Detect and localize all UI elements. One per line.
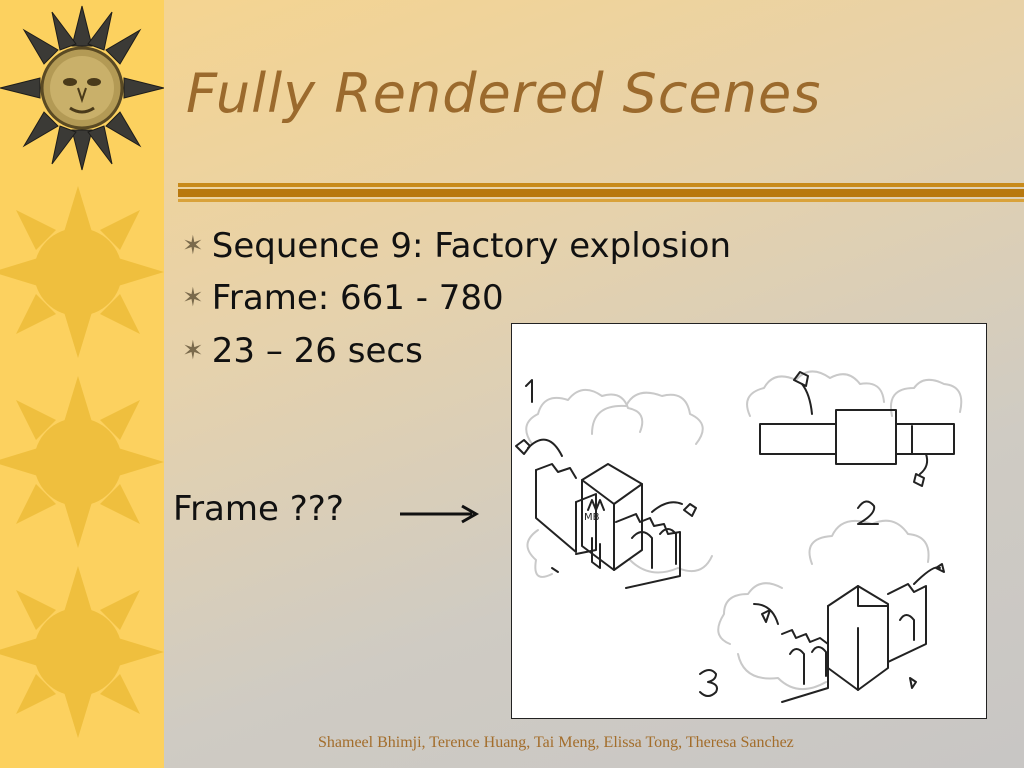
footer-authors: Shameel Bhimji, Terence Huang, Tai Meng,… <box>318 734 794 751</box>
sun-face-icon <box>0 5 164 171</box>
sketch-storyboard-image: MB <box>511 323 987 719</box>
sketch-drawing: MB <box>515 370 963 703</box>
right-arrow-icon <box>400 504 480 524</box>
sun-icon <box>0 566 164 738</box>
side-decor-strip <box>0 0 164 768</box>
sun-icon <box>0 376 164 548</box>
building-sign-text: MB <box>584 512 600 523</box>
bullet-item: ✶23 – 26 secs <box>182 331 423 371</box>
bullet-item: ✶Frame: 661 - 780 <box>182 278 504 318</box>
slide-title: Fully Rendered Scenes <box>186 62 822 125</box>
sun-icon <box>0 186 164 358</box>
bullet-item: ✶Sequence 9: Factory explosion <box>182 226 731 266</box>
frame-label: Frame ??? <box>173 489 344 529</box>
title-rule-divider <box>178 183 1024 202</box>
asterisk-star-icon: ✶ <box>182 231 204 261</box>
asterisk-star-icon: ✶ <box>182 283 204 313</box>
asterisk-star-icon: ✶ <box>182 336 204 366</box>
